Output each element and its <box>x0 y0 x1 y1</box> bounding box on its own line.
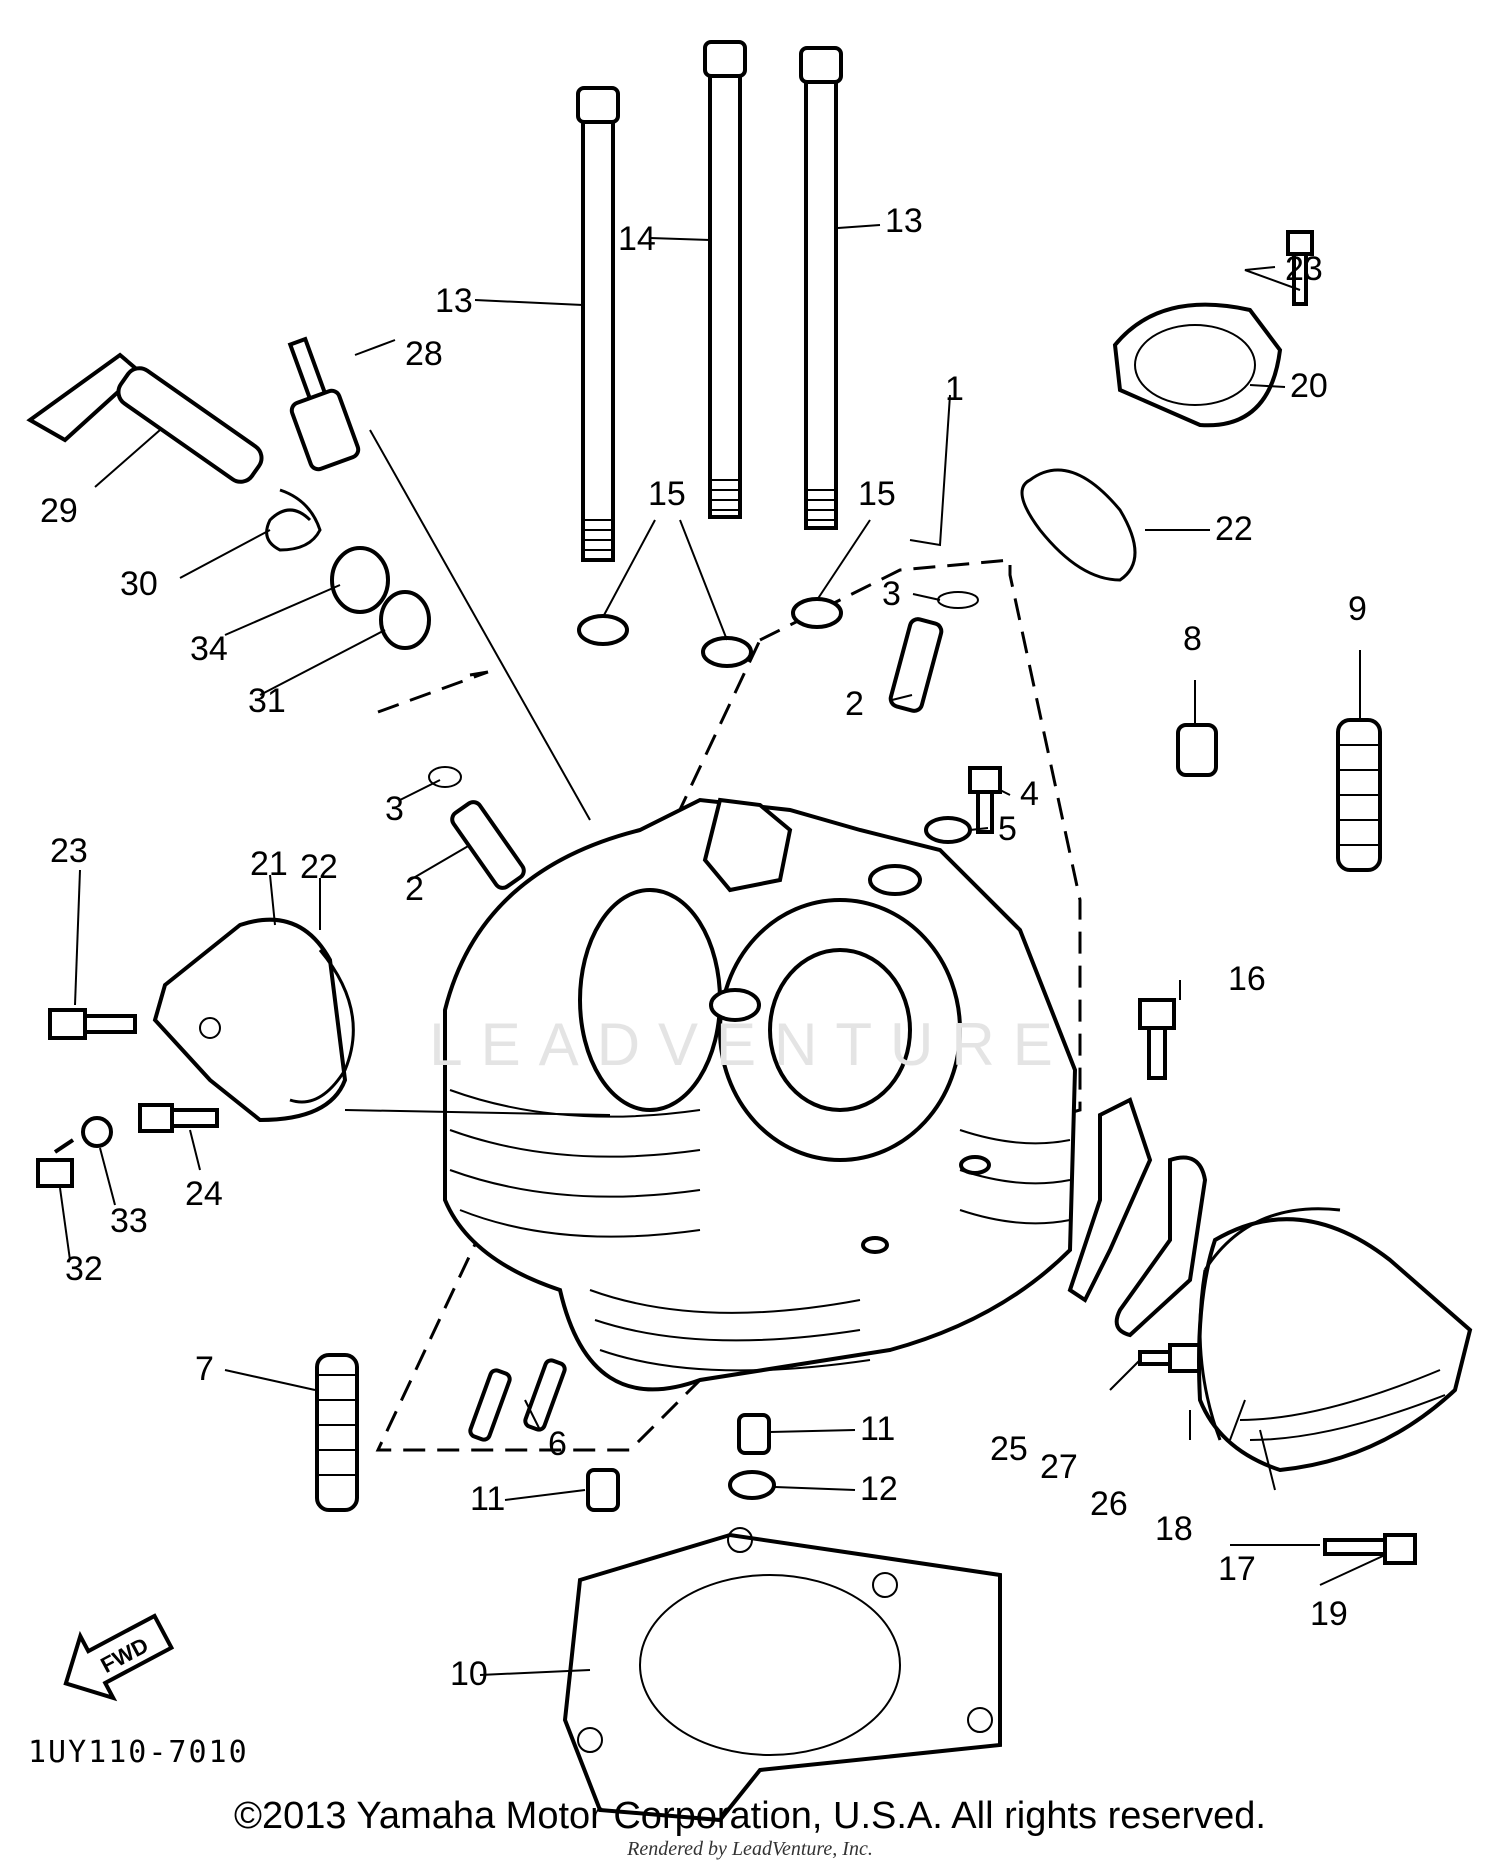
copyright-text: ©2013 Yamaha Motor Corporation, U.S.A. A… <box>234 1795 1266 1837</box>
dowel-pin-right <box>737 1413 771 1455</box>
label-12: 12 <box>860 1470 898 1508</box>
bolt-16 <box>1138 998 1176 1080</box>
valve-guide-left <box>450 800 526 890</box>
plate-27 <box>1114 1155 1208 1338</box>
label-2-left: 2 <box>405 870 424 908</box>
label-5: 5 <box>998 810 1017 848</box>
label-30: 30 <box>120 565 158 603</box>
label-2-right: 2 <box>845 685 864 723</box>
assembly-outline <box>375 558 1082 1452</box>
label-27: 27 <box>1040 1448 1078 1486</box>
pin-8 <box>1176 723 1218 777</box>
washer-5 <box>924 816 972 844</box>
spring-7 <box>315 1353 359 1512</box>
label-8: 8 <box>1183 620 1202 658</box>
label-23-left: 23 <box>50 832 88 870</box>
label-28: 28 <box>405 335 443 373</box>
oil-seal-12 <box>728 1470 776 1500</box>
label-10: 10 <box>450 1655 488 1693</box>
part-labels: 1 2 2 3 3 4 5 6 7 8 9 10 11 11 12 13 13 … <box>40 202 1367 1693</box>
oring-22-right <box>1020 468 1137 582</box>
pin-6b <box>523 1358 567 1432</box>
label-22-left: 22 <box>300 848 338 886</box>
bracket-25 <box>1067 1097 1153 1303</box>
seal-31 <box>379 590 431 650</box>
label-11-left: 11 <box>470 1480 505 1518</box>
long-bolt-left <box>576 86 620 562</box>
washer-33 <box>81 1116 113 1148</box>
label-29: 29 <box>40 492 78 530</box>
long-bolt-right <box>799 46 843 530</box>
clip-right <box>937 591 979 609</box>
label-20: 20 <box>1290 367 1328 405</box>
label-11-right: 11 <box>860 1410 895 1448</box>
label-23-right: 23 <box>1285 250 1323 288</box>
pin-6a <box>468 1368 512 1442</box>
washer-34 <box>330 546 390 614</box>
washer-right <box>791 597 843 629</box>
bolt-23-left <box>48 1008 137 1040</box>
label-22-right: 22 <box>1215 510 1253 548</box>
label-34: 34 <box>190 630 228 668</box>
washer-left <box>577 614 629 646</box>
label-6: 6 <box>548 1425 567 1463</box>
label-16: 16 <box>1228 960 1266 998</box>
washer-center <box>701 636 753 668</box>
bolt-26 <box>1138 1343 1202 1373</box>
label-15-left: 15 <box>648 475 686 513</box>
clip-left <box>428 766 462 788</box>
label-3-right: 3 <box>882 575 901 613</box>
left-cover <box>152 917 355 1123</box>
label-7: 7 <box>195 1350 214 1388</box>
plug-32 <box>36 1138 75 1188</box>
cylinder-head <box>443 797 1078 1392</box>
torsion-spring <box>265 488 322 552</box>
label-32: 32 <box>65 1250 103 1288</box>
side-cover <box>1197 1217 1473 1473</box>
label-21: 21 <box>250 845 288 883</box>
label-25: 25 <box>990 1430 1028 1468</box>
label-15-right: 15 <box>858 475 896 513</box>
label-1: 1 <box>945 370 964 408</box>
decompression-shaft <box>26 352 264 484</box>
label-33: 33 <box>110 1202 148 1240</box>
label-31: 31 <box>248 682 286 720</box>
label-9: 9 <box>1348 590 1367 628</box>
fwd-arrow-icon: FWD <box>63 1613 175 1702</box>
long-bolt-center <box>703 40 747 519</box>
watermark: LEADVENTURE <box>429 1011 1071 1078</box>
valve-guide-right <box>888 617 944 713</box>
label-4: 4 <box>1020 775 1039 813</box>
dowel-pin-left <box>586 1468 620 1512</box>
label-17: 17 <box>1218 1550 1256 1588</box>
upper-right-cover <box>1112 302 1283 428</box>
gasket-18 <box>1198 1207 1341 1441</box>
label-3-left: 3 <box>385 790 404 828</box>
label-19: 19 <box>1310 1595 1348 1633</box>
label-14: 14 <box>618 220 656 258</box>
bolt-19 <box>1323 1533 1417 1565</box>
rendered-by-text: Rendered by LeadVenture, Inc. <box>627 1838 873 1860</box>
leader-lines <box>59 224 1386 1676</box>
label-13-left: 13 <box>435 282 473 320</box>
diagram-code: 1UY110-7010 <box>28 1735 249 1770</box>
label-24: 24 <box>185 1175 223 1213</box>
head-gasket <box>562 1527 1002 1823</box>
spark-plug <box>287 336 361 472</box>
label-13-right: 13 <box>885 202 923 240</box>
bolt-4 <box>968 766 1002 834</box>
label-18: 18 <box>1155 1510 1193 1548</box>
bolt-24 <box>138 1103 219 1133</box>
label-26: 26 <box>1090 1485 1128 1523</box>
